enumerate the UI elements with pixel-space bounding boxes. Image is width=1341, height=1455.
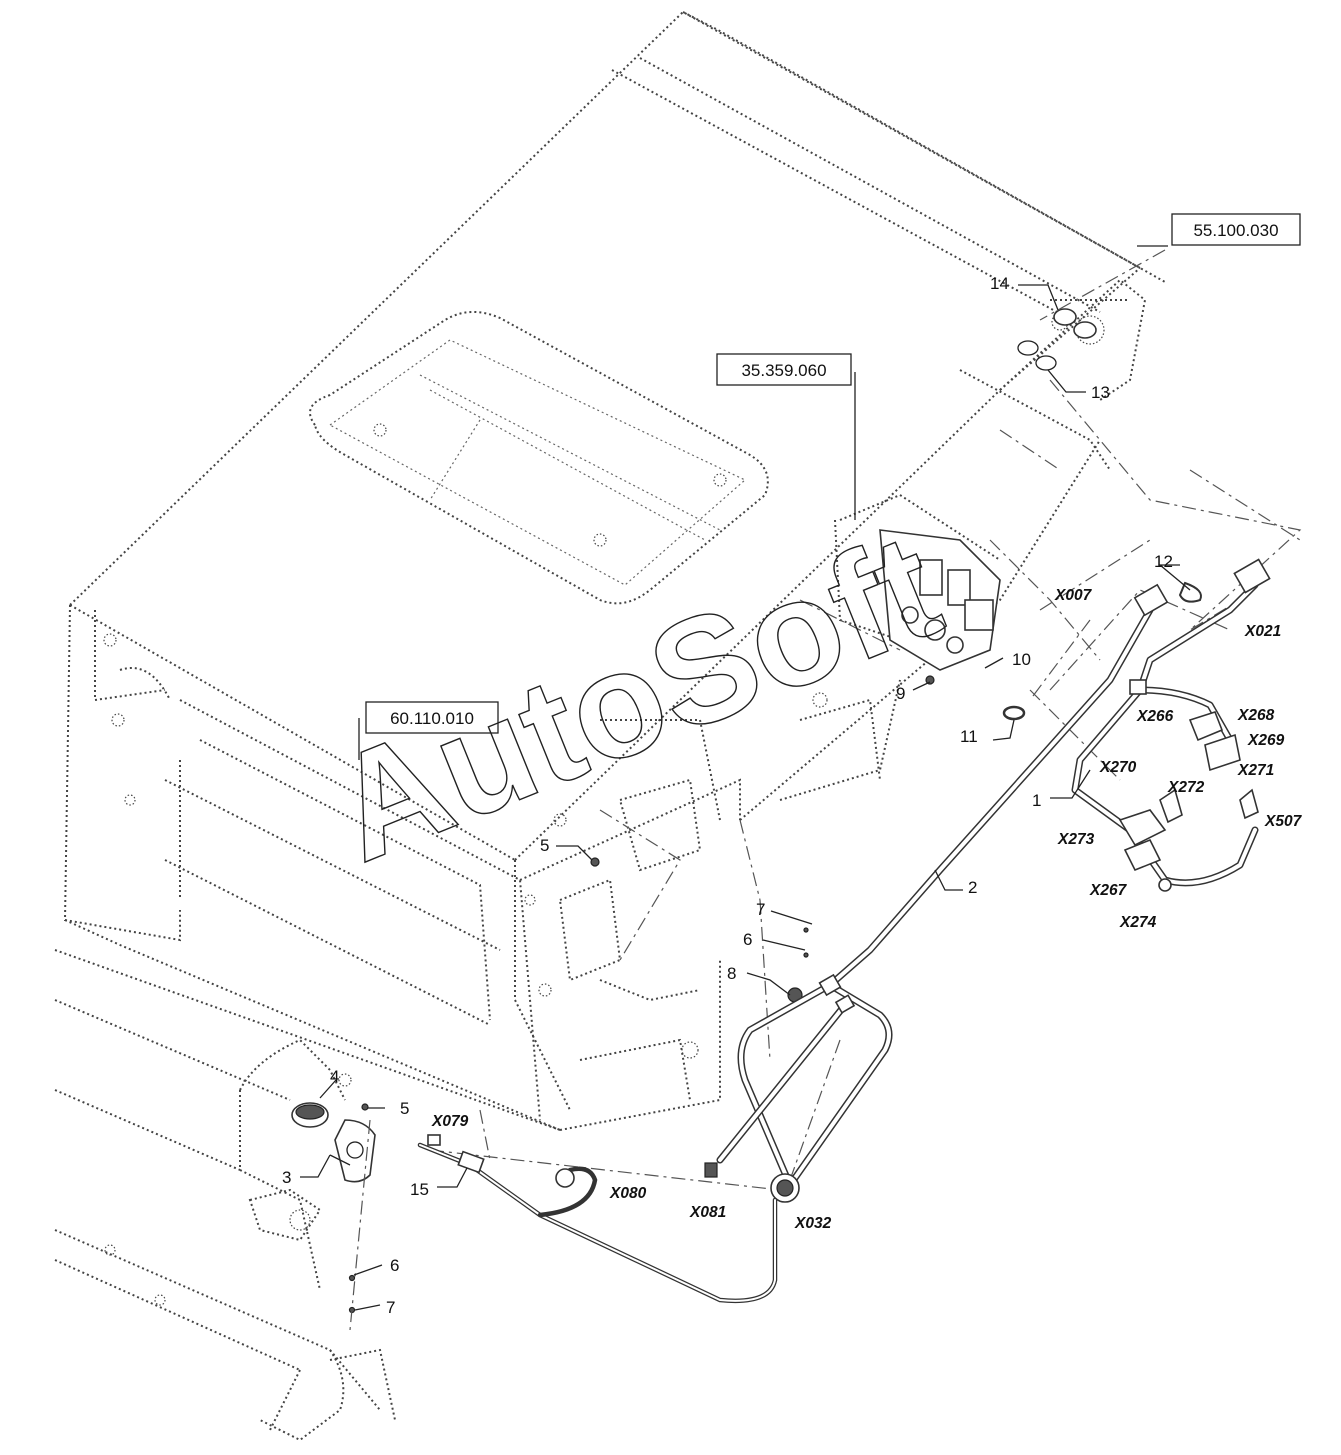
fittings bbox=[291, 308, 1202, 1314]
item-11: 11 bbox=[960, 727, 978, 746]
connector-x507: X507 bbox=[1264, 813, 1303, 830]
item-7-lower: 7 bbox=[386, 1298, 395, 1317]
connector-x081: X081 bbox=[689, 1204, 726, 1221]
connector-x032: X032 bbox=[794, 1215, 832, 1232]
connector-x272: X272 bbox=[1167, 779, 1205, 796]
assembly-lines bbox=[349, 249, 1302, 1331]
item-number-labels: 14 13 12 10 9 11 1 2 5 7 6 8 4 5 3 15 6 … bbox=[282, 274, 1173, 1317]
item-10: 10 bbox=[1012, 650, 1031, 669]
connector-x080: X080 bbox=[609, 1185, 647, 1202]
item-3: 3 bbox=[282, 1168, 291, 1187]
reference-box-35: 35.359.060 bbox=[716, 353, 852, 386]
harness-15 bbox=[417, 1134, 778, 1303]
connector-x079: X079 bbox=[431, 1113, 469, 1130]
item-12: 12 bbox=[1154, 552, 1173, 571]
connector-x270: X270 bbox=[1099, 759, 1137, 776]
item-5-upper: 5 bbox=[540, 836, 549, 855]
reference-text-55: 55.100.030 bbox=[1193, 221, 1278, 240]
connector-x268: X268 bbox=[1237, 707, 1275, 724]
connector-x266: X266 bbox=[1136, 708, 1174, 725]
connector-x274: X274 bbox=[1119, 914, 1157, 931]
valve-block bbox=[879, 529, 1001, 685]
connector-x267: X267 bbox=[1089, 882, 1128, 899]
item-1: 1 bbox=[1032, 791, 1041, 810]
reference-box-60: 60.110.010 bbox=[365, 701, 499, 734]
reference-text-35: 35.359.060 bbox=[741, 361, 826, 380]
item-5-lower: 5 bbox=[400, 1099, 409, 1118]
harness-2 bbox=[704, 583, 1169, 1203]
item-14: 14 bbox=[990, 274, 1009, 293]
connector-labels: X007 X021 X266 X268 X269 X271 X270 X272 … bbox=[431, 587, 1303, 1232]
connector-x021: X021 bbox=[1244, 623, 1281, 640]
watermark: AutoSoft bbox=[311, 500, 961, 893]
connector-x271: X271 bbox=[1237, 762, 1274, 779]
item-4: 4 bbox=[330, 1067, 339, 1086]
item-9: 9 bbox=[896, 684, 905, 703]
item-7-upper: 7 bbox=[756, 900, 765, 919]
connector-x273: X273 bbox=[1057, 831, 1095, 848]
harness-1 bbox=[1071, 558, 1271, 892]
item-2: 2 bbox=[968, 878, 977, 897]
connector-x269: X269 bbox=[1247, 732, 1285, 749]
item-8: 8 bbox=[727, 964, 736, 983]
item-6-upper: 6 bbox=[743, 930, 752, 949]
item-6-lower: 6 bbox=[390, 1256, 399, 1275]
reference-text-60: 60.110.010 bbox=[390, 709, 474, 728]
connector-x007: X007 bbox=[1054, 587, 1093, 604]
chassis-outline bbox=[54, 10, 1166, 1442]
item-13: 13 bbox=[1091, 383, 1110, 402]
item-15: 15 bbox=[410, 1180, 429, 1199]
reference-box-55: 55.100.030 bbox=[1171, 213, 1301, 246]
leader-lines bbox=[300, 245, 1191, 1311]
